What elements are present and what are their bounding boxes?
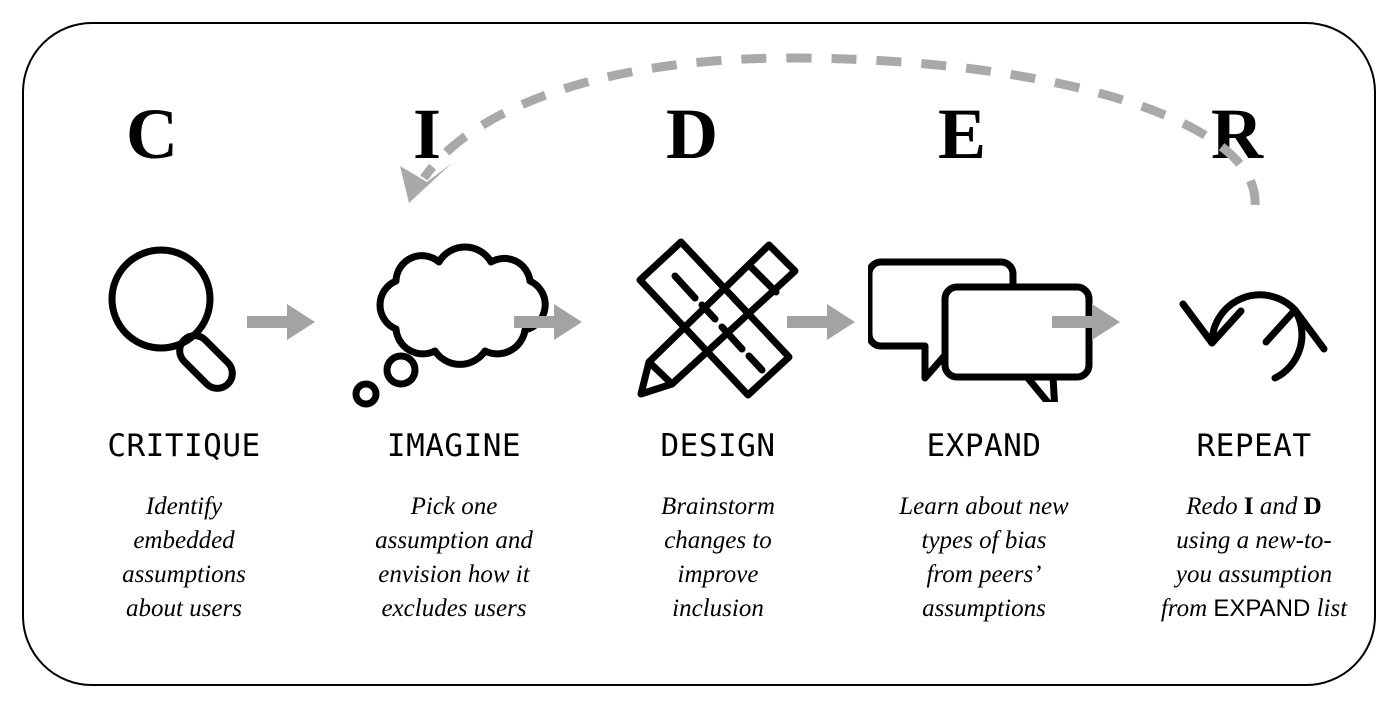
step-description-design: Brainstorm changes to improve inclusion bbox=[586, 490, 850, 626]
step-label-expand: EXPAND bbox=[926, 428, 1042, 464]
icon-container-repeat bbox=[1122, 234, 1386, 414]
description-line: Identify bbox=[145, 493, 223, 520]
description-line: excludes users bbox=[381, 595, 527, 622]
step-column-design: DESIGN Brainstorm changes to improve inclusi… bbox=[586, 234, 850, 626]
description-line: improve bbox=[677, 561, 759, 588]
description-line: Brainstorm bbox=[661, 493, 775, 520]
refresh-cycle-icon bbox=[1164, 239, 1344, 409]
arrow-expand-to-repeat bbox=[1052, 300, 1122, 344]
description-line: about users bbox=[126, 595, 242, 622]
step-column-expand: EXPAND Learn about new types of bias from p… bbox=[852, 234, 1116, 626]
icon-container-design bbox=[586, 234, 850, 414]
step-description-repeat: Redo I and D using a new-to-you assumptio… bbox=[1122, 490, 1386, 626]
description-line: from peers’ bbox=[926, 561, 1042, 588]
description-line: from EXPAND list bbox=[1160, 595, 1348, 622]
description-line: inclusion bbox=[672, 595, 764, 622]
icon-container-critique bbox=[52, 234, 316, 414]
acronym-letter-e: E bbox=[937, 94, 987, 174]
diagram-frame: C I D E R CRITIQUE Identify embedded assumption… bbox=[22, 22, 1376, 686]
description-line: changes to bbox=[664, 527, 772, 554]
step-label-repeat: REPEAT bbox=[1196, 428, 1312, 464]
acronym-letter-c: C bbox=[126, 94, 178, 174]
description-line: using a new-to- bbox=[1176, 527, 1332, 554]
thought-bubble-icon bbox=[339, 229, 569, 419]
step-column-imagine: IMAGINE Pick one assumption and envision ho… bbox=[322, 234, 586, 626]
step-label-imagine: IMAGINE bbox=[386, 428, 522, 464]
description-line: types of bias bbox=[921, 527, 1047, 554]
acronym-letter-i: I bbox=[412, 94, 442, 174]
icon-container-imagine bbox=[322, 234, 586, 414]
arrow-design-to-expand bbox=[787, 300, 857, 344]
pencil-ruler-icon bbox=[619, 232, 817, 417]
acronym-letter-r: R bbox=[1211, 94, 1263, 174]
description-line: Redo I and D bbox=[1186, 493, 1322, 520]
step-column-critique: CRITIQUE Identify embedded assumptions about… bbox=[52, 234, 316, 626]
step-label-critique: CRITIQUE bbox=[107, 428, 261, 464]
step-description-imagine: Pick one assumption and envision how it exc… bbox=[322, 490, 586, 626]
description-line: Learn about new bbox=[899, 493, 1069, 520]
description-line: envision how it bbox=[378, 561, 530, 588]
description-line: assumptions bbox=[922, 595, 1046, 622]
acronym-letter-d: D bbox=[666, 94, 718, 174]
step-description-critique: Identify embedded assumptions about users bbox=[52, 490, 316, 626]
magnifying-glass-icon bbox=[99, 237, 269, 412]
description-line: assumption and bbox=[375, 527, 533, 554]
description-line: embedded bbox=[133, 527, 235, 554]
step-column-repeat: REPEAT Redo I and D using a new-to-you ass… bbox=[1122, 234, 1386, 626]
description-line: Pick one bbox=[410, 493, 498, 520]
arrow-imagine-to-design bbox=[514, 300, 584, 344]
step-label-design: DESIGN bbox=[660, 428, 776, 464]
arrow-critique-to-imagine bbox=[247, 300, 317, 344]
description-line: you assumption bbox=[1175, 561, 1333, 588]
description-line: assumptions bbox=[122, 561, 246, 588]
step-description-expand: Learn about new types of bias from peers’ a… bbox=[852, 490, 1116, 626]
